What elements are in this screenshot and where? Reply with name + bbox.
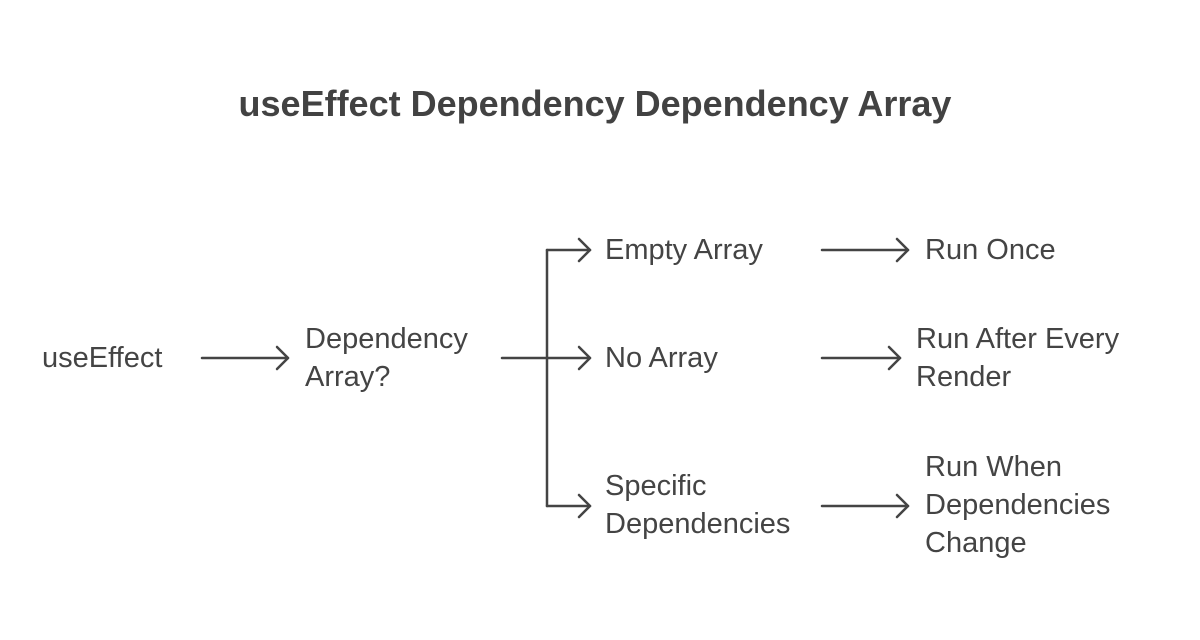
node-run-when-dependencies-change: Run When Dependencies Change <box>925 451 1111 559</box>
arrow-to-run-after-every-render <box>820 345 902 371</box>
diagram-title: useEffect Dependency Dependency Array <box>238 83 952 124</box>
arrow-to-no-array <box>545 345 592 371</box>
node-use-effect: useEffect <box>42 342 163 374</box>
node-empty-array: Empty Array <box>605 234 763 266</box>
node-run-after-every-render: Run After Every Render <box>916 323 1120 393</box>
arrow-start-to-decision <box>200 345 290 371</box>
node-dependency-array-decision: Dependency Array? <box>305 323 468 393</box>
arrow-to-specific-dependencies <box>545 493 592 519</box>
arrow-to-empty-array <box>545 237 592 263</box>
node-run-once: Run Once <box>925 234 1056 266</box>
arrow-to-run-when-dependencies-change <box>820 493 910 519</box>
node-specific-dependencies: Specific Dependencies <box>605 470 791 540</box>
node-no-array: No Array <box>605 342 718 374</box>
branch-connector <box>500 248 549 508</box>
arrow-to-run-once <box>820 237 910 263</box>
